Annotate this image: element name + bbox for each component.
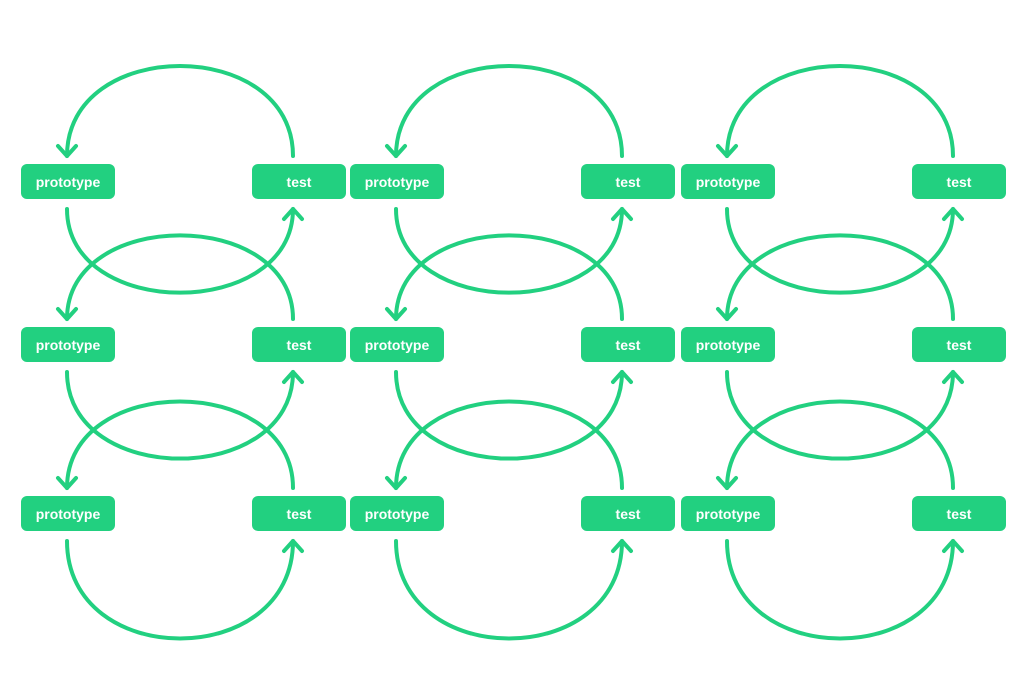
arrowhead-down-icon	[385, 476, 407, 490]
loop-arrow-prototype-to-test	[725, 539, 955, 641]
arrowhead-up-icon	[942, 207, 964, 221]
loop-arrow-test-to-prototype	[725, 399, 955, 490]
test-box: test	[581, 164, 675, 199]
arrowhead-down-icon	[56, 144, 78, 158]
arrowhead-up-icon	[611, 539, 633, 553]
loop-arrow-test-to-prototype	[394, 233, 624, 321]
loop-arrow-prototype-to-test	[65, 370, 295, 461]
loop-arrow-prototype-to-test	[725, 207, 955, 295]
prototype-box: prototype	[350, 327, 444, 362]
arrowhead-down-icon	[56, 476, 78, 490]
prototype-box: prototype	[21, 327, 115, 362]
arrowhead-up-icon	[282, 539, 304, 553]
test-box: test	[912, 496, 1006, 531]
prototype-box: prototype	[21, 164, 115, 199]
arrowhead-down-icon	[716, 476, 738, 490]
arrowhead-down-icon	[716, 307, 738, 321]
arrowhead-down-icon	[385, 307, 407, 321]
loop-arrow-test-to-prototype	[65, 64, 295, 158]
test-box: test	[252, 327, 346, 362]
arrowhead-down-icon	[385, 144, 407, 158]
loop-arrow-prototype-to-test	[65, 207, 295, 295]
test-box: test	[252, 496, 346, 531]
arrowhead-up-icon	[611, 207, 633, 221]
arrowhead-up-icon	[942, 370, 964, 384]
prototype-box: prototype	[681, 496, 775, 531]
test-box: test	[581, 327, 675, 362]
arrowhead-up-icon	[942, 539, 964, 553]
prototype-box: prototype	[21, 496, 115, 531]
loop-arrow-prototype-to-test	[394, 207, 624, 295]
test-box: test	[252, 164, 346, 199]
arrowhead-down-icon	[716, 144, 738, 158]
loop-arrow-test-to-prototype	[394, 399, 624, 490]
loop-arrow-prototype-to-test	[65, 539, 295, 641]
loop-arrow-test-to-prototype	[394, 64, 624, 158]
loop-arrow-test-to-prototype	[725, 64, 955, 158]
arrowhead-up-icon	[282, 370, 304, 384]
test-box: test	[912, 327, 1006, 362]
loop-arrow-prototype-to-test	[725, 370, 955, 461]
arrowhead-up-icon	[282, 207, 304, 221]
test-box: test	[912, 164, 1006, 199]
arrowhead-up-icon	[611, 370, 633, 384]
prototype-box: prototype	[350, 496, 444, 531]
loop-arrow-test-to-prototype	[65, 233, 295, 321]
loop-arrow-prototype-to-test	[394, 370, 624, 461]
loop-arrow-test-to-prototype	[725, 233, 955, 321]
loop-arrow-prototype-to-test	[394, 539, 624, 641]
prototype-box: prototype	[350, 164, 444, 199]
arrowhead-down-icon	[56, 307, 78, 321]
prototype-box: prototype	[681, 327, 775, 362]
loop-arrow-test-to-prototype	[65, 399, 295, 490]
prototype-box: prototype	[681, 164, 775, 199]
test-box: test	[581, 496, 675, 531]
